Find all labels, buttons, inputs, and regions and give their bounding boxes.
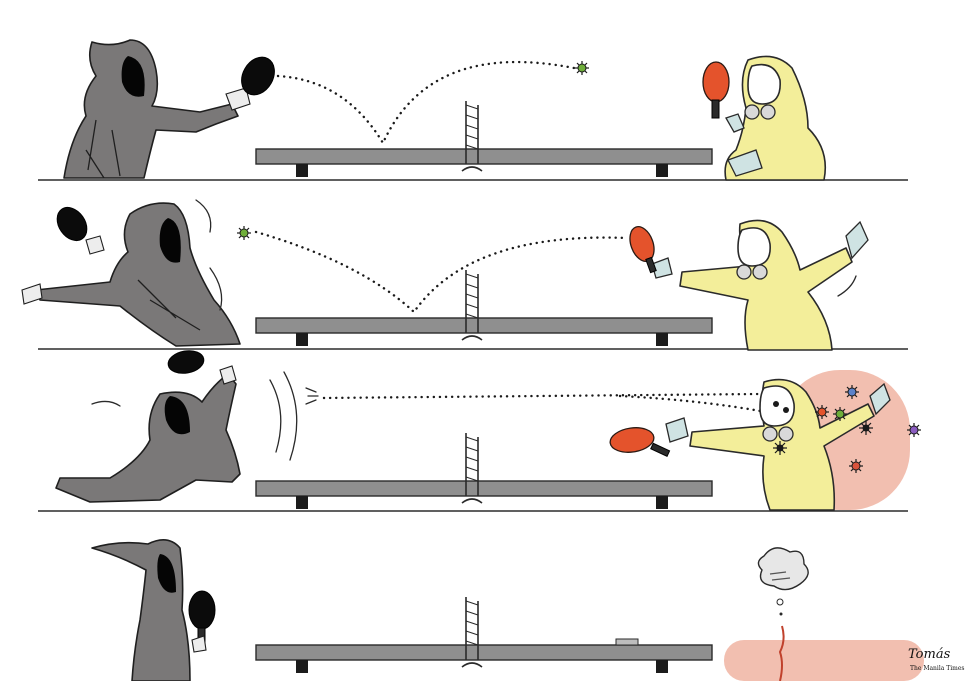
dropped-item [615, 638, 639, 646]
panel-4-aftermath: Tomás The Manila Times [91, 539, 964, 681]
ball-trajectory [322, 392, 762, 400]
ping-pong-table [255, 596, 713, 674]
virus-swarm [772, 384, 922, 474]
spray-puddle [724, 640, 924, 681]
ball-trajectory [276, 60, 576, 146]
hazmat-figure [629, 219, 869, 351]
hazmat-figure [609, 370, 910, 511]
ball-trajectory [254, 230, 628, 314]
reaper-figure [21, 199, 241, 347]
reaper-figure [63, 39, 275, 179]
aftermath-remains [724, 547, 924, 681]
smoke-puff [757, 547, 809, 591]
signature-text: Tomás [908, 647, 951, 662]
reaper-figure [91, 539, 216, 681]
smoke-trail [778, 625, 785, 681]
artist-signature: Tomás The Manila Times [908, 647, 964, 672]
publication-text: The Manila Times [910, 665, 964, 672]
virus-ball-core [577, 63, 587, 73]
reaper-figure [55, 350, 298, 503]
virus-ball-core [239, 228, 249, 238]
ping-pong-table [255, 269, 713, 347]
hazmat-figure [702, 55, 827, 181]
ping-pong-table [255, 100, 713, 178]
ball-trajectory-split [618, 394, 768, 414]
impact-lines [305, 387, 319, 405]
panel-2-return [21, 199, 908, 351]
panel-1-serve [38, 39, 908, 181]
panel-3-smash [38, 350, 922, 512]
